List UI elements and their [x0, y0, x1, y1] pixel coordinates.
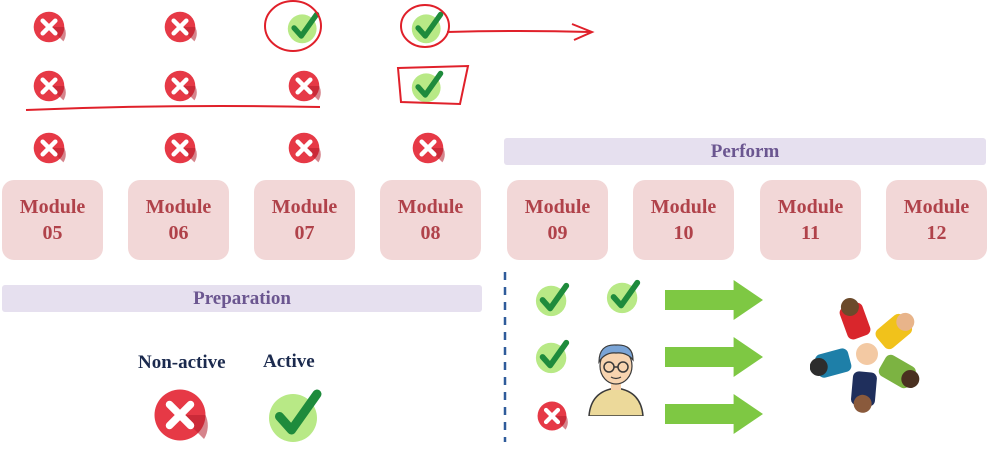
- module-label: Module: [397, 196, 464, 218]
- annotation-circle-2: [400, 4, 450, 48]
- module-number: 11: [801, 222, 820, 244]
- legend-active-label: Active: [263, 351, 315, 372]
- preparation-bar: Preparation: [2, 285, 482, 312]
- flow-check-icon-3: [534, 337, 572, 375]
- module-number: 10: [673, 222, 694, 244]
- perform-bar: Perform: [504, 138, 986, 165]
- module-label: Module: [145, 196, 212, 218]
- module-number: 06: [168, 222, 189, 244]
- module-label: Module: [19, 196, 86, 218]
- module-box: Module 10: [633, 180, 734, 260]
- module-label: Module: [524, 196, 591, 218]
- module-box: Module 11: [760, 180, 861, 260]
- team-huddle-icon: [810, 298, 920, 413]
- annotation-circle-1: [264, 0, 322, 52]
- module-box: Module 07: [254, 180, 355, 260]
- legend-check-icon: [266, 385, 326, 445]
- module-number: 08: [420, 222, 441, 244]
- flow-check-icon-2: [605, 277, 643, 315]
- module-number: 07: [294, 222, 315, 244]
- module-label: Module: [271, 196, 338, 218]
- module-number: 09: [547, 222, 568, 244]
- module-box: Module 08: [380, 180, 481, 260]
- green-arrow-icon-1: [665, 280, 763, 320]
- legend-cross-icon: [150, 385, 210, 445]
- perform-label: Perform: [710, 140, 780, 162]
- module-box: Module 09: [507, 180, 608, 260]
- green-arrow-icon-2: [665, 337, 763, 377]
- dashed-divider: [503, 272, 507, 442]
- flow-cross-icon: [535, 399, 569, 433]
- module-label: Module: [650, 196, 717, 218]
- person-icon: [588, 344, 644, 416]
- module-number: 05: [42, 222, 63, 244]
- green-arrow-icon-3: [665, 394, 763, 434]
- flow-check-icon-1: [534, 280, 572, 318]
- annotation-box: [396, 64, 470, 106]
- module-label: Module: [903, 196, 970, 218]
- annotation-arrow: [446, 23, 595, 41]
- module-box: Module 05: [2, 180, 103, 260]
- legend-inactive-label: Non-active: [138, 352, 226, 373]
- module-label: Module: [777, 196, 844, 218]
- annotation-underline: [25, 105, 321, 111]
- module-box: Module 06: [128, 180, 229, 260]
- preparation-label: Preparation: [193, 287, 291, 309]
- module-number: 12: [926, 222, 947, 244]
- module-box: Module 12: [886, 180, 987, 260]
